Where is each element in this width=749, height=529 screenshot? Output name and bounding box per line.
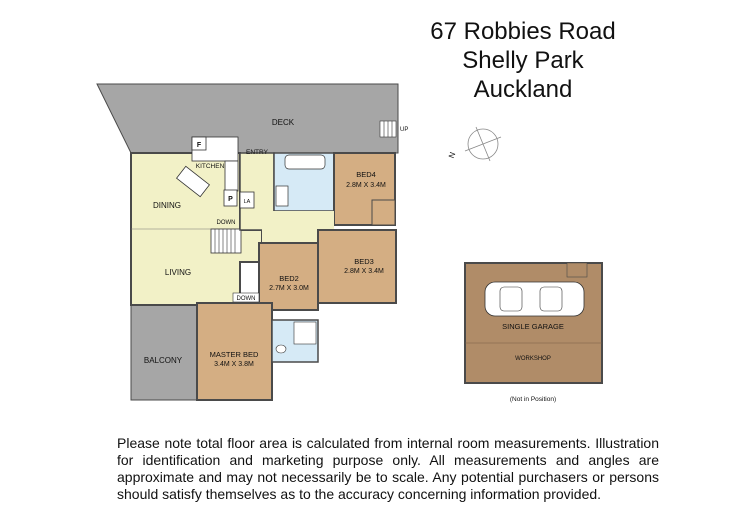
master-bed-name: MASTER BED [210, 350, 259, 359]
down-label-small: DOWN [237, 296, 256, 302]
floor-plan-diagram: DECK UP BALCONY F KITCHEN P DINING [96, 83, 603, 403]
master-bed-room [196, 302, 273, 401]
address-line-2: Shelly Park [462, 47, 584, 74]
address-line-1: 67 Robbies Road [430, 18, 616, 45]
ensuite-shower [293, 321, 317, 345]
deck-steps [379, 120, 397, 138]
bathroom-vanity [275, 185, 289, 207]
bed2-room [258, 242, 319, 311]
car-outline [484, 281, 585, 317]
garage-label: SINGLE GARAGE [502, 322, 564, 331]
up-label: UP [400, 127, 408, 133]
down-label-main: DOWN [217, 220, 236, 226]
compass-rose [464, 126, 502, 162]
master-bed-size: 3.4M X 3.8M [214, 361, 254, 368]
balcony-label: BALCONY [144, 356, 183, 365]
garage-door [566, 262, 588, 278]
pantry [223, 189, 238, 207]
bed4-size: 2.8M X 3.4M [346, 182, 386, 189]
main-stairs [210, 228, 242, 254]
fridge-label: F [197, 142, 202, 149]
bed3-size: 2.8M X 3.4M [344, 268, 384, 275]
workshop-label: WORKSHOP [515, 356, 551, 362]
bed2-name: BED2 [279, 274, 299, 283]
laundry [239, 191, 255, 209]
address-line-3: Auckland [473, 76, 573, 103]
kitchen-island [176, 165, 210, 198]
bed3-name: BED3 [354, 257, 374, 266]
living-label: LIVING [165, 268, 191, 277]
bed2-size: 2.7M X 3.0M [269, 285, 309, 292]
balcony-area [130, 304, 199, 401]
kitchen-side-counter [224, 160, 239, 192]
ensuite-toilet [275, 344, 287, 354]
dining-label: DINING [153, 201, 181, 210]
bed3-room [317, 229, 397, 304]
compass-north-label: N [447, 151, 458, 160]
deck-area [96, 83, 399, 154]
fridge [191, 136, 207, 151]
garage-note: (Not in Position) [510, 396, 556, 403]
disclaimer-text: Please note total floor area is calculat… [117, 435, 659, 502]
kitchen-label: KITCHEN [196, 163, 225, 170]
deck-label: DECK [272, 118, 295, 127]
entry-label: ENTRY [246, 149, 269, 156]
bed4-name: BED4 [356, 170, 376, 179]
bathtub [284, 154, 326, 170]
laundry-label: LA [244, 199, 251, 205]
pantry-label: P [228, 196, 233, 203]
bed4-closet [371, 199, 396, 226]
